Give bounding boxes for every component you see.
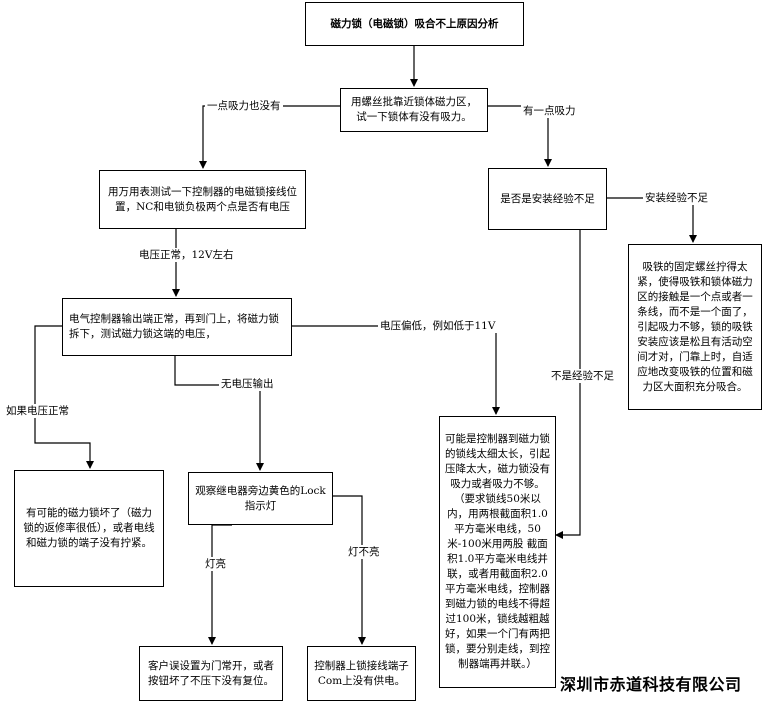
edge-label-lack-experience: 安装经验不足: [643, 191, 710, 205]
edge-n7-to-n10: [332, 495, 366, 645]
edge-n7-to-n9: [208, 524, 232, 645]
node-lock-broken: 有可能的磁力锁坏了（磁力锁的返修率很低），或者电线和磁力锁的端子没有拧紧。: [14, 470, 164, 587]
edge-label-light-off: 灯不亮: [346, 545, 382, 559]
edge-label-no-output: 无电压输出: [219, 377, 276, 391]
node-no-com-power-text: 控制器上锁接线端子Com上没有供电。: [314, 659, 409, 687]
edge-label-some-suction: 有一点吸力: [521, 104, 578, 118]
edge-label-light-on: 灯亮: [203, 557, 228, 571]
edge-n5-to-n8: [292, 325, 500, 415]
edge-n1-to-n2: [199, 105, 340, 169]
node-test-suction: 用螺丝批靠近锁体磁力区，试一下锁体有没有吸力。: [340, 88, 488, 132]
node-screw-too-tight: 吸铁的固定螺丝拧得太紧，使得吸铁和锁体磁力区的接触是一个点或者一条线，而不是一个…: [628, 244, 762, 410]
edge-label-no-suction: 一点吸力也没有: [205, 99, 283, 113]
edge-n5-to-n7: [174, 356, 264, 471]
edge-label-voltage-ok: 电压正常，12V左右: [137, 248, 236, 262]
node-lock-broken-text: 有可能的磁力锁坏了（磁力锁的返修率很低），或者电线和磁力锁的端子没有拧紧。: [23, 507, 155, 549]
node-controller-output-ok-text: 电气控制器输出端正常，再到门上，将磁力锁拆下，测试磁力锁这端的电压，: [69, 313, 279, 340]
node-wire-too-thin-text: 可能是控制器到磁力锁的锁线太细太长，引起压降太大，磁力锁没有吸力或者吸力不够。（…: [445, 433, 550, 670]
edge-n3-to-n8: [555, 230, 581, 539]
edge-label-if-voltage-ok: 如果电压正常: [4, 404, 71, 418]
node-customer-setting: 客户误设置为门常开，或者按钮坏了不压下没有复位。: [139, 646, 283, 701]
node-test-suction-text: 用螺丝批靠近锁体磁力区，试一下锁体有没有吸力。: [351, 96, 477, 123]
edge-n5-to-n6: [34, 325, 94, 469]
diagram-title: 磁力锁（电磁锁）吸合不上原因分析: [330, 17, 499, 30]
node-lock-indicator-text: 观察继电器旁边黄色的Lock指示灯: [195, 484, 326, 512]
node-wire-too-thin: 可能是控制器到磁力锁的锁线太细太长，引起压降太大，磁力锁没有吸力或者吸力不够。（…: [439, 416, 556, 688]
node-controller-output-ok: 电气控制器输出端正常，再到门上，将磁力锁拆下，测试磁力锁这端的电压，: [62, 298, 292, 356]
edge-label-not-lack-experience: 不是经验不足: [549, 369, 616, 383]
edge-label-low-voltage: 电压偏低，例如低于11V: [378, 319, 498, 333]
node-install-experience-text: 是否是安装经验不足: [500, 192, 595, 205]
node-install-experience: 是否是安装经验不足: [488, 168, 607, 230]
node-measure-controller-voltage-text: 用万用表测试一下控制器的电磁锁接线位置，NC和电锁负极两个点是否有电压: [108, 185, 297, 213]
node-no-com-power: 控制器上锁接线端子Com上没有供电。: [307, 646, 416, 701]
node-customer-setting-text: 客户误设置为门常开，或者按钮坏了不压下没有复位。: [148, 659, 274, 687]
node-screw-too-tight-text: 吸铁的固定螺丝拧得太紧，使得吸铁和锁体磁力区的接触是一个点或者一条线，而不是一个…: [637, 260, 753, 393]
node-measure-controller-voltage: 用万用表测试一下控制器的电磁锁接线位置，NC和电锁负极两个点是否有电压: [99, 170, 306, 229]
title-box: 磁力锁（电磁锁）吸合不上原因分析: [305, 2, 524, 46]
company-name: 深圳市赤道科技有限公司: [560, 675, 742, 694]
node-lock-indicator: 观察继电器旁边黄色的Lock指示灯: [188, 472, 333, 525]
